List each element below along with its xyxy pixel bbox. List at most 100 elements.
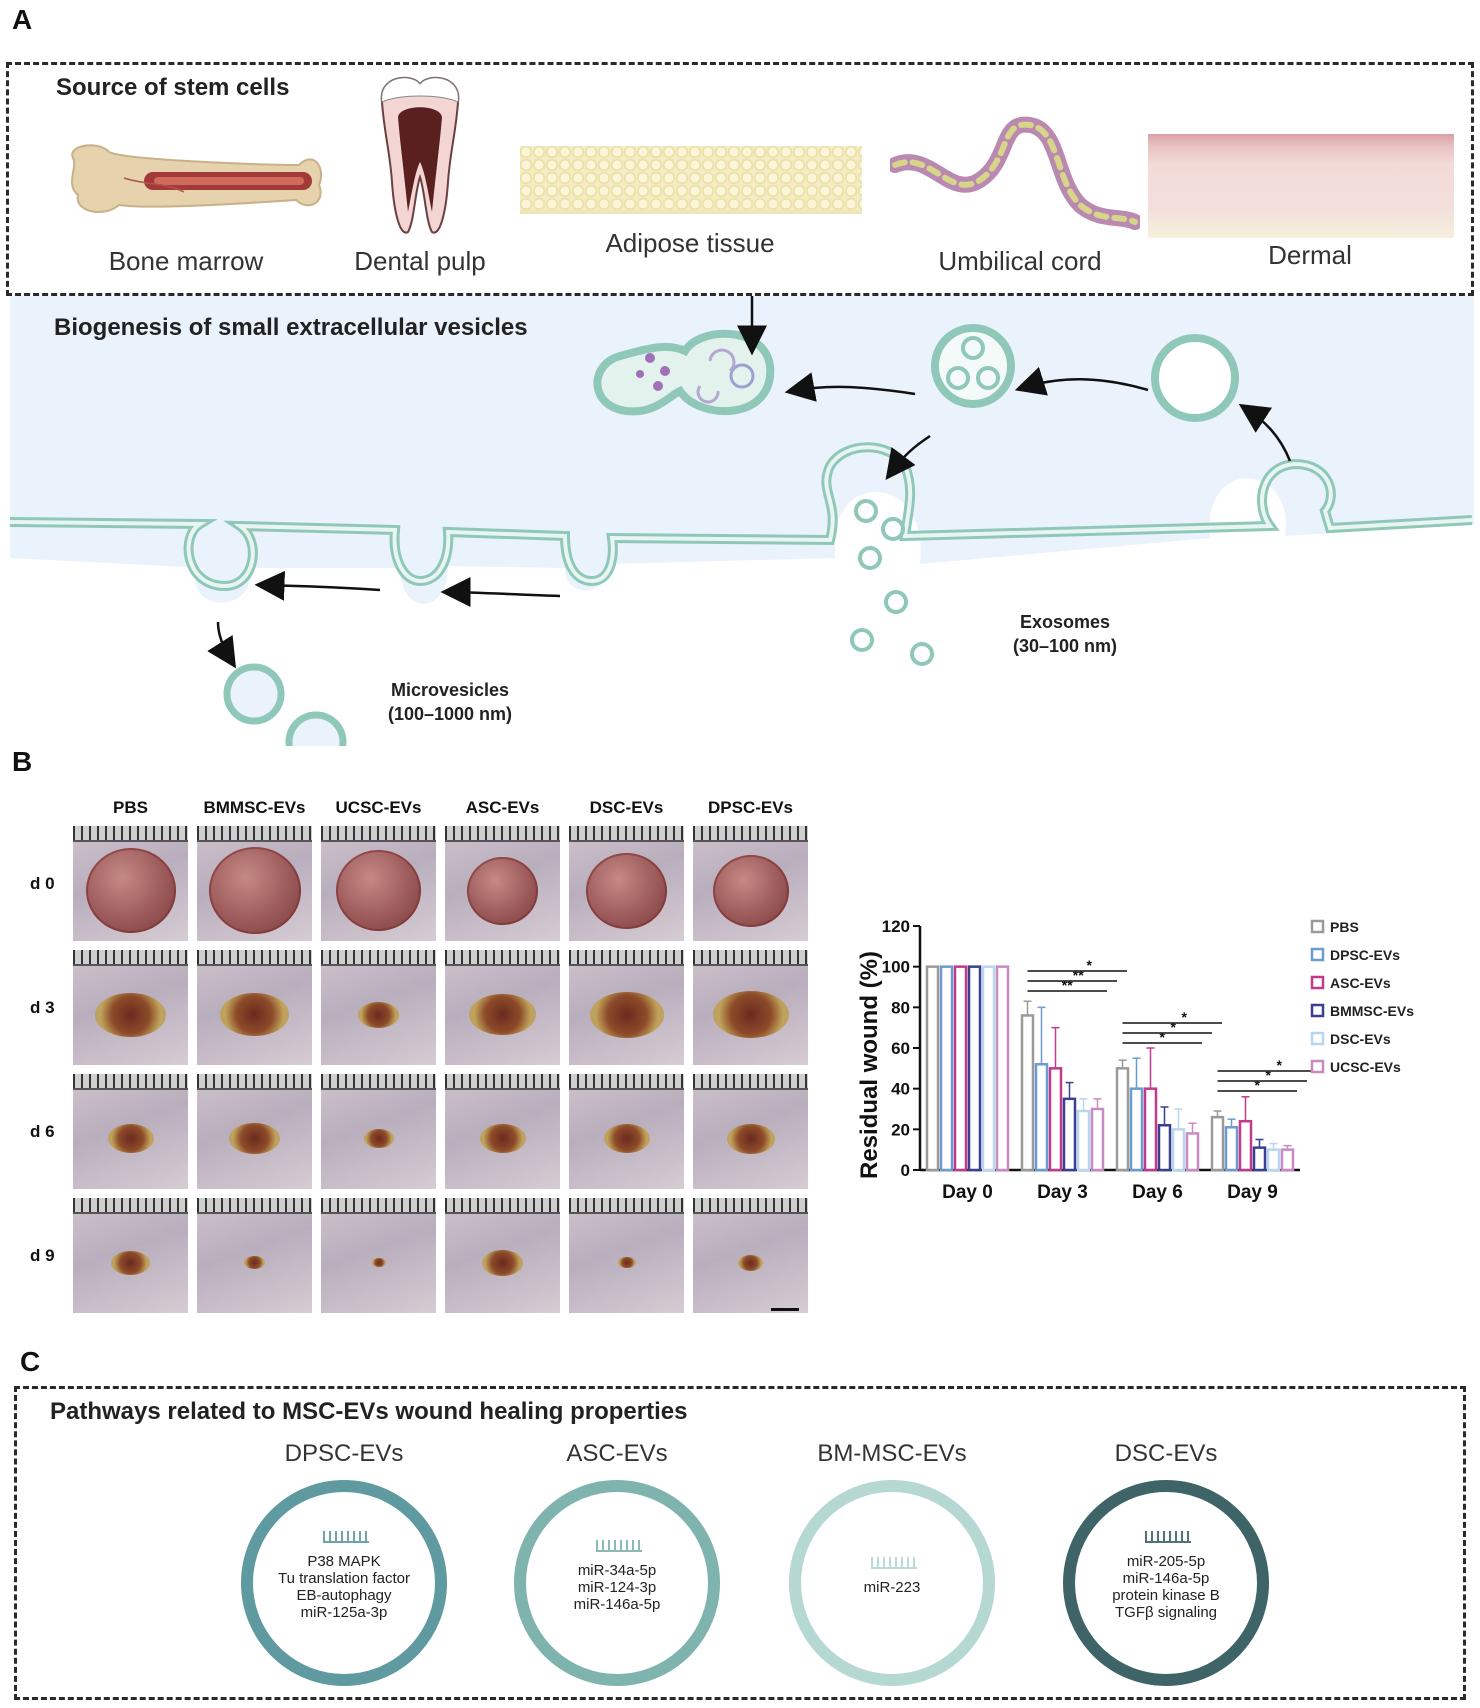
bar: [1020, 1014, 1035, 1172]
exosomes-name: Exosomes: [1019, 612, 1111, 632]
wound-photo: [197, 1198, 312, 1313]
pathway-circle-title: DSC-EVs: [1114, 1440, 1218, 1467]
ruler: [693, 826, 808, 842]
y-tick-label: 120: [882, 917, 910, 936]
pathways-box: [14, 1386, 1466, 1700]
pathway-item: miR-124-3p: [577, 1578, 657, 1596]
wound: [358, 1002, 399, 1028]
ruler: [73, 1074, 188, 1090]
legend-label: DPSC-EVs: [1330, 947, 1400, 963]
pathway-circle-title: BM-MSC-EVs: [817, 1440, 967, 1467]
legend-swatch: [1310, 919, 1325, 934]
x-tick-label: Day 9: [1227, 1182, 1278, 1203]
group-label: DPSC-EVs: [707, 798, 794, 817]
ruler: [197, 950, 312, 966]
mirna-hairpin-icon: [596, 1539, 642, 1552]
ruler: [197, 1198, 312, 1214]
ruler: [73, 826, 188, 842]
significance-star: *: [1266, 1067, 1272, 1083]
wound: [727, 1124, 775, 1154]
wound-photo: [73, 826, 188, 941]
wound-photo: [445, 1198, 560, 1313]
pathway-circle-title: DPSC-EVs: [284, 1440, 404, 1467]
pathway-item: Tu translation factor: [277, 1570, 410, 1587]
bar: [953, 965, 968, 1172]
wound-photo: [693, 1074, 808, 1189]
wound-photo: [197, 826, 312, 941]
wound-photo: [569, 1198, 684, 1313]
ruler: [445, 1198, 560, 1214]
biogenesis-diagram: [9, 296, 1474, 746]
wound-photo: [73, 1074, 188, 1189]
ruler: [321, 950, 436, 966]
bar: [1076, 1109, 1091, 1172]
wound-photo: [445, 950, 560, 1065]
day-label: d 3: [30, 998, 55, 1017]
bar: [1171, 1128, 1186, 1172]
legend-label: ASC-EVs: [1330, 975, 1391, 991]
bar: [1157, 1124, 1172, 1172]
y-tick-label: 40: [891, 1080, 910, 1099]
ruler: [73, 950, 188, 966]
bar: [1090, 1107, 1105, 1172]
group-label: ASC-EVs: [465, 798, 540, 817]
wound-photo: [321, 1198, 436, 1313]
biogenesis-title: Biogenesis of small extracellular vesicl…: [54, 314, 528, 341]
source-label-bone-marrow: Bone marrow: [108, 246, 264, 276]
pathway-item: miR-223: [863, 1578, 921, 1596]
source-label-dental-pulp: Dental pulp: [354, 246, 486, 276]
x-tick-label: Day 3: [1037, 1182, 1088, 1203]
legend-swatch: [1310, 1031, 1325, 1046]
source-label-umbilical-cord: Umbilical cord: [938, 246, 1102, 276]
chart-ylabel: Residual wound (%): [856, 951, 883, 1179]
significance-star: **: [1062, 977, 1073, 993]
ruler: [73, 1198, 188, 1214]
mirna-hairpin-icon: [323, 1531, 369, 1543]
group-label: BMMSC-EVs: [203, 798, 306, 817]
bar: [1280, 1148, 1295, 1172]
pathway-item: miR-125a-3p: [300, 1604, 388, 1621]
legend-swatch: [1310, 1059, 1325, 1074]
ruler: [197, 826, 312, 842]
legend-swatch: [1310, 947, 1325, 962]
bar: [1048, 1067, 1063, 1172]
legend-label: BMMSC-EVs: [1330, 1003, 1414, 1019]
bar: [925, 965, 940, 1172]
ruler: [321, 826, 436, 842]
wound: [469, 994, 536, 1035]
wound-photo: [197, 1074, 312, 1189]
panel-a-letter: A: [12, 4, 33, 35]
microvesicles-name: Microvesicles: [390, 680, 510, 700]
group-label: UCSC-EVs: [335, 798, 422, 817]
wound: [229, 1123, 280, 1154]
significance-star: *: [1171, 1019, 1177, 1035]
significance-star: *: [1255, 1077, 1261, 1093]
wound-photo: [569, 826, 684, 941]
group-label: DSC-EVs: [589, 798, 664, 817]
source-label-adipose-tissue: Adipose tissue: [605, 228, 775, 258]
ruler: [445, 826, 560, 842]
wound-photo-grid: PBS BMMSC-EVs UCSC-EVs ASC-EVs DSC-EVs DPSC-E…: [0, 790, 820, 1320]
wound-photo: [693, 950, 808, 1065]
ruler: [445, 1074, 560, 1090]
group-label: PBS: [113, 798, 148, 817]
y-tick-label: 0: [901, 1161, 910, 1180]
wound: [586, 853, 667, 929]
bar: [967, 965, 982, 1172]
wound: [482, 1250, 523, 1276]
bar: [939, 965, 954, 1172]
ruler: [569, 950, 684, 966]
wound: [738, 1255, 763, 1271]
dental-pulp-illustration: [380, 76, 460, 234]
wound: [244, 1256, 265, 1269]
panel-b-letter: B: [12, 746, 33, 777]
legend-swatch: [1310, 1003, 1325, 1018]
wound-photo: [693, 826, 808, 941]
exosomes-label: Exosomes (30–100 nm): [985, 610, 1145, 658]
wound: [364, 1129, 394, 1148]
adipose-tissue-illustration: [520, 146, 862, 214]
day-label: d 0: [30, 874, 55, 893]
